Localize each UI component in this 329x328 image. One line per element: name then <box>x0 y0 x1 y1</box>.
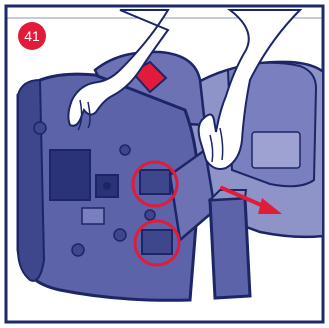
screw-icon <box>34 122 46 134</box>
step-number: 41 <box>18 22 46 50</box>
screw-icon <box>145 210 155 220</box>
screw-icon <box>114 229 126 241</box>
screw-icon <box>72 244 84 256</box>
screw-icon <box>120 145 130 155</box>
bottom-panel <box>50 150 90 200</box>
